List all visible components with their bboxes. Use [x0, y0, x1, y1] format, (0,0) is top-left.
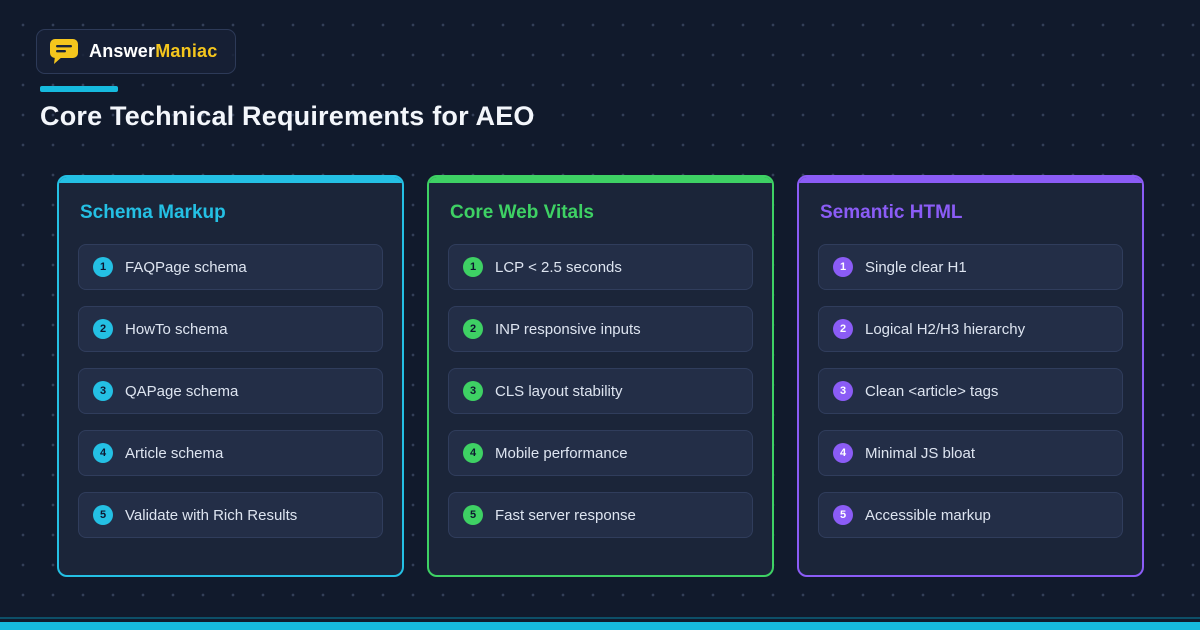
- card-top-accent: [799, 177, 1142, 183]
- list-item: 5 Accessible markup: [818, 492, 1123, 538]
- chat-bubble-icon: [50, 39, 78, 64]
- footer-accent-bar: [0, 622, 1200, 630]
- item-label: LCP < 2.5 seconds: [495, 258, 622, 276]
- item-number-badge: 1: [93, 257, 113, 277]
- item-number-badge: 1: [463, 257, 483, 277]
- item-number-badge: 4: [93, 443, 113, 463]
- item-label: QAPage schema: [125, 382, 239, 400]
- item-number-badge: 2: [833, 319, 853, 339]
- card-semantic-html: Semantic HTML 1 Single clear H1 2 Logica…: [797, 175, 1144, 577]
- item-label: INP responsive inputs: [495, 320, 641, 338]
- heading-accent-bar: [40, 86, 118, 92]
- item-label: FAQPage schema: [125, 258, 247, 276]
- list-item: 4 Mobile performance: [448, 430, 753, 476]
- card-top-accent: [59, 177, 402, 183]
- item-label: Mobile performance: [495, 444, 628, 462]
- item-number-badge: 3: [93, 381, 113, 401]
- card-top-accent: [429, 177, 772, 183]
- brand-name: AnswerManiac: [89, 41, 217, 62]
- card-title: Schema Markup: [80, 202, 226, 223]
- item-number-badge: 5: [463, 505, 483, 525]
- item-number-badge: 2: [93, 319, 113, 339]
- card-title: Semantic HTML: [820, 202, 963, 223]
- item-number-badge: 5: [93, 505, 113, 525]
- footer-divider-line: [0, 617, 1200, 619]
- brand-logo: AnswerManiac: [36, 29, 237, 74]
- list-item: 3 Clean <article> tags: [818, 368, 1123, 414]
- page-title: Core Technical Requirements for AEO: [40, 101, 535, 131]
- item-label: Validate with Rich Results: [125, 506, 298, 524]
- brand-name-secondary: Maniac: [155, 41, 218, 61]
- item-label: Single clear H1: [865, 258, 967, 276]
- card-core-web-vitals: Core Web Vitals 1 LCP < 2.5 seconds 2 IN…: [427, 175, 774, 577]
- list-item: 1 LCP < 2.5 seconds: [448, 244, 753, 290]
- list-item: 2 Logical H2/H3 hierarchy: [818, 306, 1123, 352]
- list-item: 5 Fast server response: [448, 492, 753, 538]
- list-item: 3 QAPage schema: [78, 368, 383, 414]
- item-list: 1 LCP < 2.5 seconds 2 INP responsive inp…: [448, 244, 753, 538]
- item-label: Logical H2/H3 hierarchy: [865, 320, 1026, 338]
- item-label: Article schema: [125, 444, 224, 462]
- cards-row: Schema Markup 1 FAQPage schema 2 HowTo s…: [57, 175, 1144, 577]
- list-item: 4 Article schema: [78, 430, 383, 476]
- item-label: Clean <article> tags: [865, 382, 999, 400]
- card-title: Core Web Vitals: [450, 202, 594, 223]
- item-label: Accessible markup: [865, 506, 991, 524]
- item-number-badge: 4: [833, 443, 853, 463]
- list-item: 1 Single clear H1: [818, 244, 1123, 290]
- card-schema-markup: Schema Markup 1 FAQPage schema 2 HowTo s…: [57, 175, 404, 577]
- item-label: Minimal JS bloat: [865, 444, 976, 462]
- item-list: 1 FAQPage schema 2 HowTo schema 3 QAPage…: [78, 244, 383, 538]
- list-item: 3 CLS layout stability: [448, 368, 753, 414]
- brand-name-primary: Answer: [89, 41, 156, 61]
- item-number-badge: 5: [833, 505, 853, 525]
- item-number-badge: 3: [463, 381, 483, 401]
- item-list: 1 Single clear H1 2 Logical H2/H3 hierar…: [818, 244, 1123, 538]
- item-number-badge: 3: [833, 381, 853, 401]
- list-item: 4 Minimal JS bloat: [818, 430, 1123, 476]
- list-item: 5 Validate with Rich Results: [78, 492, 383, 538]
- item-number-badge: 2: [463, 319, 483, 339]
- item-number-badge: 1: [833, 257, 853, 277]
- list-item: 2 INP responsive inputs: [448, 306, 753, 352]
- item-number-badge: 4: [463, 443, 483, 463]
- item-label: HowTo schema: [125, 320, 228, 338]
- list-item: 1 FAQPage schema: [78, 244, 383, 290]
- list-item: 2 HowTo schema: [78, 306, 383, 352]
- item-label: CLS layout stability: [495, 382, 623, 400]
- item-label: Fast server response: [495, 506, 636, 524]
